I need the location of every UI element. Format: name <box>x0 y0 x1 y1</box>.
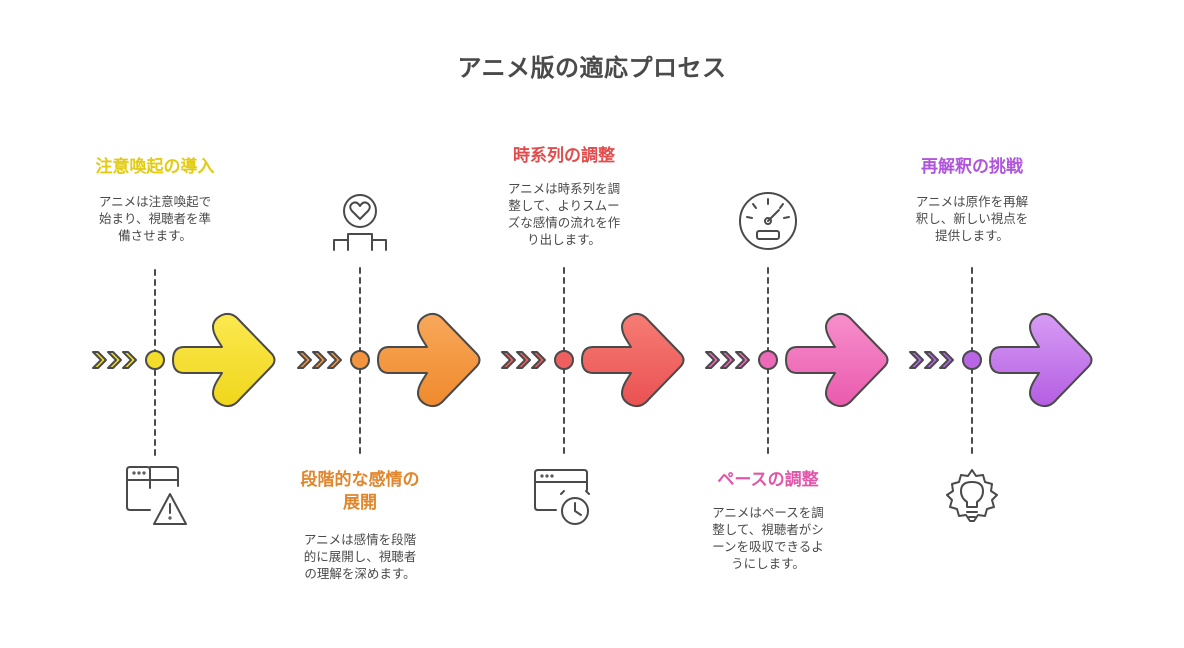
arrow-5 <box>989 312 1093 408</box>
node-dot-4 <box>758 350 778 370</box>
browser-warning-icon <box>126 466 187 525</box>
lightbulb-gear-icon <box>946 469 998 522</box>
stage-1-heading: 注意喚起の導入 <box>95 157 215 177</box>
stage-5-description: アニメは原作を再解 釈し、新しい視点を 提供します。 <box>915 194 1029 243</box>
node-dot-1 <box>145 350 165 370</box>
arrow-3 <box>581 312 685 408</box>
stage-4 <box>705 267 889 456</box>
stage-5-heading: 再解釈の挑戦 <box>921 157 1023 177</box>
arrow-4 <box>785 312 889 408</box>
stage-3 <box>501 267 685 456</box>
stage-1-description: アニメは注意喚起で 始まり、視聴者を準 備させます。 <box>98 194 212 243</box>
node-dot-3 <box>554 350 574 370</box>
chevrons-1 <box>92 351 137 369</box>
heart-pedestal-icon <box>333 194 387 251</box>
browser-clock-icon <box>534 469 590 525</box>
stage-1 <box>92 269 276 456</box>
chevrons-5 <box>909 351 954 369</box>
node-dot-5 <box>962 350 982 370</box>
stage-5 <box>909 267 1093 456</box>
stage-2 <box>297 267 481 456</box>
speedometer-icon <box>739 192 797 250</box>
stage-3-description: アニメは時系列を調 整して、よりスムー ズな感情の流れを作 り出します。 <box>507 181 621 247</box>
arrow-1 <box>172 312 276 408</box>
stage-3-heading: 時系列の調整 <box>513 146 615 166</box>
chevrons-4 <box>705 351 750 369</box>
arrow-2 <box>377 312 481 408</box>
node-dot-2 <box>350 350 370 370</box>
stage-2-description: アニメは感情を段階 的に展開し、視聴者 の理解を深めます。 <box>303 532 417 581</box>
stage-2-heading: 段階的な感情の 展開 <box>300 470 420 513</box>
page-title: アニメ版の適応プロセス <box>457 54 727 82</box>
stage-4-heading: ペースの調整 <box>717 470 819 490</box>
stage-4-description: アニメはペースを調 整して、視聴者がシ ーンを吸収できるよ うにします。 <box>712 505 824 571</box>
chevrons-3 <box>501 351 546 369</box>
chevrons-2 <box>297 351 342 369</box>
